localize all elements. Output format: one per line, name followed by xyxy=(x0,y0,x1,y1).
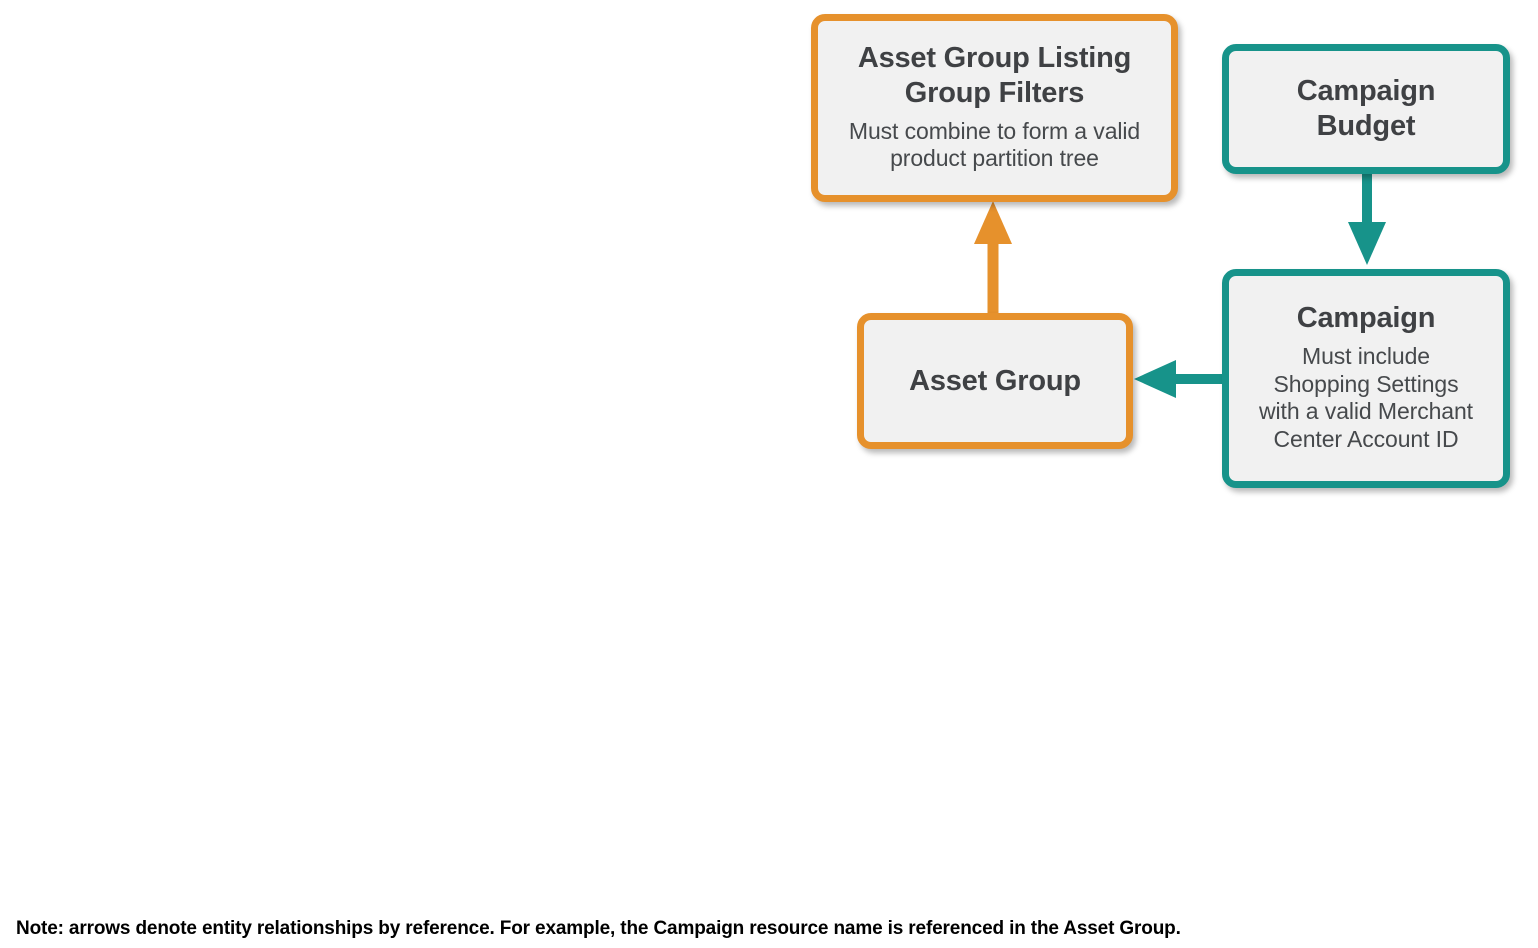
node-description: Must combine to form a valid product par… xyxy=(848,117,1141,172)
node-title: Campaign xyxy=(1296,302,1436,335)
node-title: Campaign Budget xyxy=(1296,75,1436,142)
node-campaign[interactable]: Campaign Must include Shopping Settings … xyxy=(1222,269,1510,488)
node-title: Asset Group xyxy=(909,364,1081,397)
node-title: Asset Group Listing Group Filters xyxy=(857,42,1132,109)
arrow-campaign-to-asset-group xyxy=(1134,360,1224,398)
arrow-asset-group-to-listing-group-filters xyxy=(974,201,1012,316)
node-campaign-budget[interactable]: Campaign Budget xyxy=(1222,44,1510,174)
arrow-campaign-budget-to-campaign xyxy=(1348,171,1386,265)
node-asset-group[interactable]: Asset Group xyxy=(857,313,1133,449)
node-description: Must include Shopping Settings with a va… xyxy=(1259,343,1473,452)
node-asset-group-listing-group-filters[interactable]: Asset Group Listing Group Filters Must c… xyxy=(811,14,1178,202)
diagram-footnote: Note: arrows denote entity relationships… xyxy=(16,918,1181,939)
